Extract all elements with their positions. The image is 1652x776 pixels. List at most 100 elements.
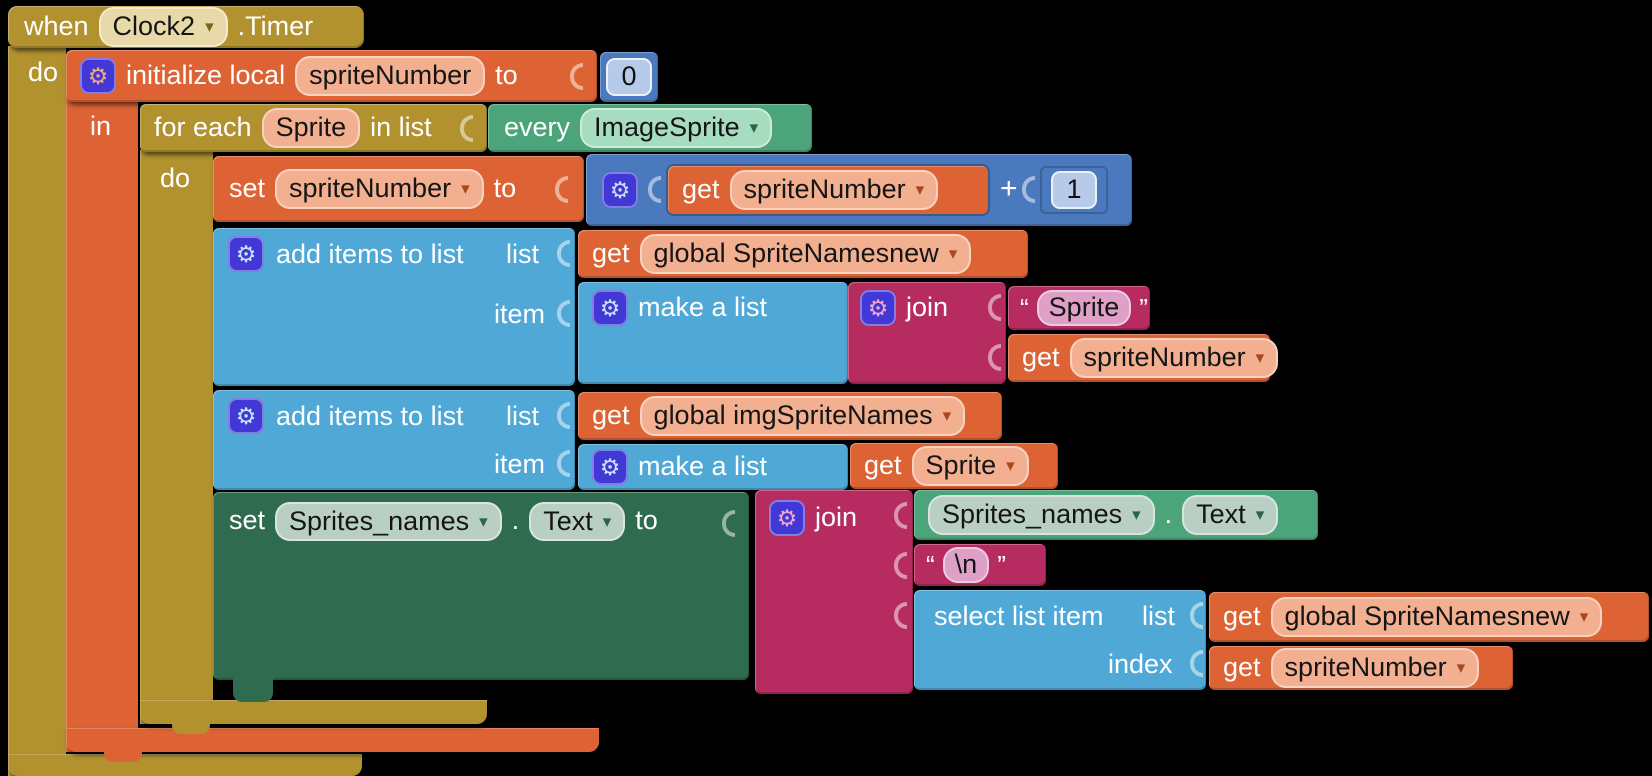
string-newline-block[interactable]: “ \n ” [914, 544, 1046, 586]
chevron-down-icon: ▾ [205, 17, 214, 37]
value-socket [557, 240, 570, 267]
string-text-field[interactable]: \n [942, 547, 990, 583]
add-items-label: add items to list [276, 239, 464, 269]
mutator-gear-icon[interactable]: ⚙ [602, 172, 638, 208]
set-var-dropdown[interactable]: spriteNumber ▾ [275, 169, 484, 209]
set-variable-block[interactable]: set spriteNumber ▾ to [213, 156, 584, 222]
get-property-block[interactable]: Sprites_names ▾ . Text ▾ [914, 490, 1318, 540]
loop-param-field[interactable]: Sprite [261, 108, 361, 148]
mutator-gear-icon[interactable]: ⚙ [592, 290, 628, 326]
get-var-dropdown[interactable]: spriteNumber ▾ [729, 170, 939, 210]
get-var-dropdown[interactable]: global imgSpriteNames ▾ [639, 396, 966, 436]
chevron-down-icon: ▾ [602, 512, 612, 532]
value-socket [570, 62, 583, 90]
value-socket [1022, 176, 1035, 203]
component-name: Sprites_names [289, 506, 470, 536]
get-label: get [682, 174, 720, 205]
add-items-to-list-2-block[interactable] [213, 390, 575, 490]
add-items-label: add items to list [276, 401, 464, 431]
join-label: join [815, 502, 858, 532]
get-var-dropdown[interactable]: spriteNumber ▾ [1270, 648, 1480, 688]
set-to-label: to [493, 173, 517, 204]
value-socket [894, 602, 907, 629]
set-property-next-connector-tab [233, 678, 273, 702]
list-socket-label: list [506, 239, 539, 269]
number-zero-field[interactable]: 0 [606, 58, 652, 96]
get-var-dropdown[interactable]: spriteNumber ▾ [1069, 338, 1279, 378]
init-local-bottom-bar[interactable] [66, 728, 599, 752]
when-do-label: do [28, 57, 59, 87]
get-spritenumber-index-block[interactable]: get spriteNumber ▾ [1209, 646, 1513, 690]
every-imagesprite-block[interactable]: every ImageSprite ▾ [488, 104, 812, 152]
join-1-block[interactable]: ⚙ join [848, 282, 1006, 384]
number-one-block[interactable]: 1 [1040, 166, 1108, 214]
value-socket [894, 502, 907, 529]
make-a-list-label: make a list [638, 292, 768, 322]
list-socket-label: list [1142, 601, 1175, 631]
local-var-name: spriteNumber [309, 60, 472, 91]
component-name: Sprites_names [942, 499, 1123, 530]
component-type-dropdown[interactable]: ImageSprite ▾ [580, 108, 773, 148]
get-var-name: global SpriteNamesnew [653, 238, 939, 269]
mutator-gear-icon[interactable]: ⚙ [228, 236, 264, 272]
select-list-item-block[interactable] [914, 590, 1206, 690]
get-global-imgspritenames-block[interactable]: get global imgSpriteNames ▾ [578, 392, 1002, 440]
get-var-dropdown[interactable]: Sprite ▾ [911, 446, 1029, 486]
select-list-item-label: select list item [934, 601, 1104, 631]
list-socket-label: list [506, 401, 539, 431]
add-items-to-list-1-block[interactable] [213, 228, 575, 386]
index-socket-label: index [1108, 649, 1173, 679]
for-each-block[interactable]: for each Sprite in list [140, 104, 487, 152]
set-to-label: to [635, 505, 658, 535]
local-var-name-field[interactable]: spriteNumber [295, 56, 486, 96]
make-a-list-1-block[interactable]: ⚙ make a list [578, 282, 848, 384]
get-label: get [1223, 601, 1261, 632]
value-socket [1190, 602, 1203, 629]
get-var-name: spriteNumber [1083, 342, 1246, 373]
mutator-gear-icon[interactable]: ⚙ [228, 398, 264, 434]
string-sprite-block[interactable]: “ Sprite ” [1008, 286, 1150, 330]
when-event-block[interactable]: when Clock2 ▾ .Timer [8, 6, 364, 48]
make-a-list-2-block[interactable]: ⚙ make a list [578, 444, 848, 490]
clock2-dropdown[interactable]: Clock2 ▾ [98, 7, 228, 47]
get-sprite-block[interactable]: get Sprite ▾ [850, 443, 1058, 489]
initialize-local-label: initialize local [126, 60, 286, 91]
init-in-label: in [90, 111, 112, 141]
property-dropdown[interactable]: Text ▾ [1182, 495, 1279, 535]
mutator-gear-icon[interactable]: ⚙ [80, 58, 116, 94]
get-label: get [1223, 652, 1261, 683]
mutator-gear-icon[interactable]: ⚙ [592, 449, 628, 485]
get-label: get [592, 238, 630, 269]
number-one-field[interactable]: 1 [1051, 171, 1097, 209]
for-each-left-wall[interactable] [140, 150, 213, 724]
for-each-bottom-bar[interactable] [140, 700, 487, 724]
value-socket [988, 294, 1001, 321]
get-var-dropdown[interactable]: global SpriteNamesnew ▾ [1270, 597, 1603, 637]
string-text-field[interactable]: Sprite [1036, 290, 1132, 326]
get-spritenumber-join-block[interactable]: get spriteNumber ▾ [1008, 334, 1279, 382]
chevron-down-icon: ▾ [461, 179, 470, 199]
get-var-dropdown[interactable]: global SpriteNamesnew ▾ [639, 234, 972, 274]
value-socket [557, 402, 570, 429]
when-block-bottom-bar[interactable] [8, 754, 362, 776]
mutator-gear-icon[interactable]: ⚙ [769, 500, 805, 536]
get-global-spritenamesnew-2-block[interactable]: get global SpriteNamesnew ▾ [1209, 592, 1649, 642]
join-2-block[interactable]: ⚙ join [755, 490, 913, 694]
get-global-spritenamesnew-block[interactable]: get global SpriteNamesnew ▾ [578, 230, 1028, 278]
number-zero-block[interactable]: 0 [600, 52, 658, 102]
set-property-block[interactable]: set Sprites_names ▾ . Text ▾ to [213, 492, 749, 680]
get-spritenumber-math-block[interactable]: get spriteNumber ▾ [668, 166, 988, 214]
item-socket-label: item [494, 449, 546, 479]
in-list-label: in list [370, 112, 432, 143]
when-block-left-wall[interactable] [8, 46, 66, 776]
component-dropdown[interactable]: Sprites_names ▾ [275, 502, 502, 542]
chevron-down-icon: ▾ [1456, 658, 1466, 678]
make-a-list-label: make a list [638, 451, 768, 482]
init-local-left-wall[interactable] [66, 98, 138, 752]
initialize-local-block[interactable]: ⚙ initialize local spriteNumber to [66, 50, 597, 102]
timer-event-label: .Timer [237, 11, 314, 42]
mutator-gear-icon[interactable]: ⚙ [860, 290, 896, 326]
component-dropdown[interactable]: Sprites_names ▾ [928, 495, 1155, 535]
property-dropdown[interactable]: Text ▾ [529, 502, 626, 542]
